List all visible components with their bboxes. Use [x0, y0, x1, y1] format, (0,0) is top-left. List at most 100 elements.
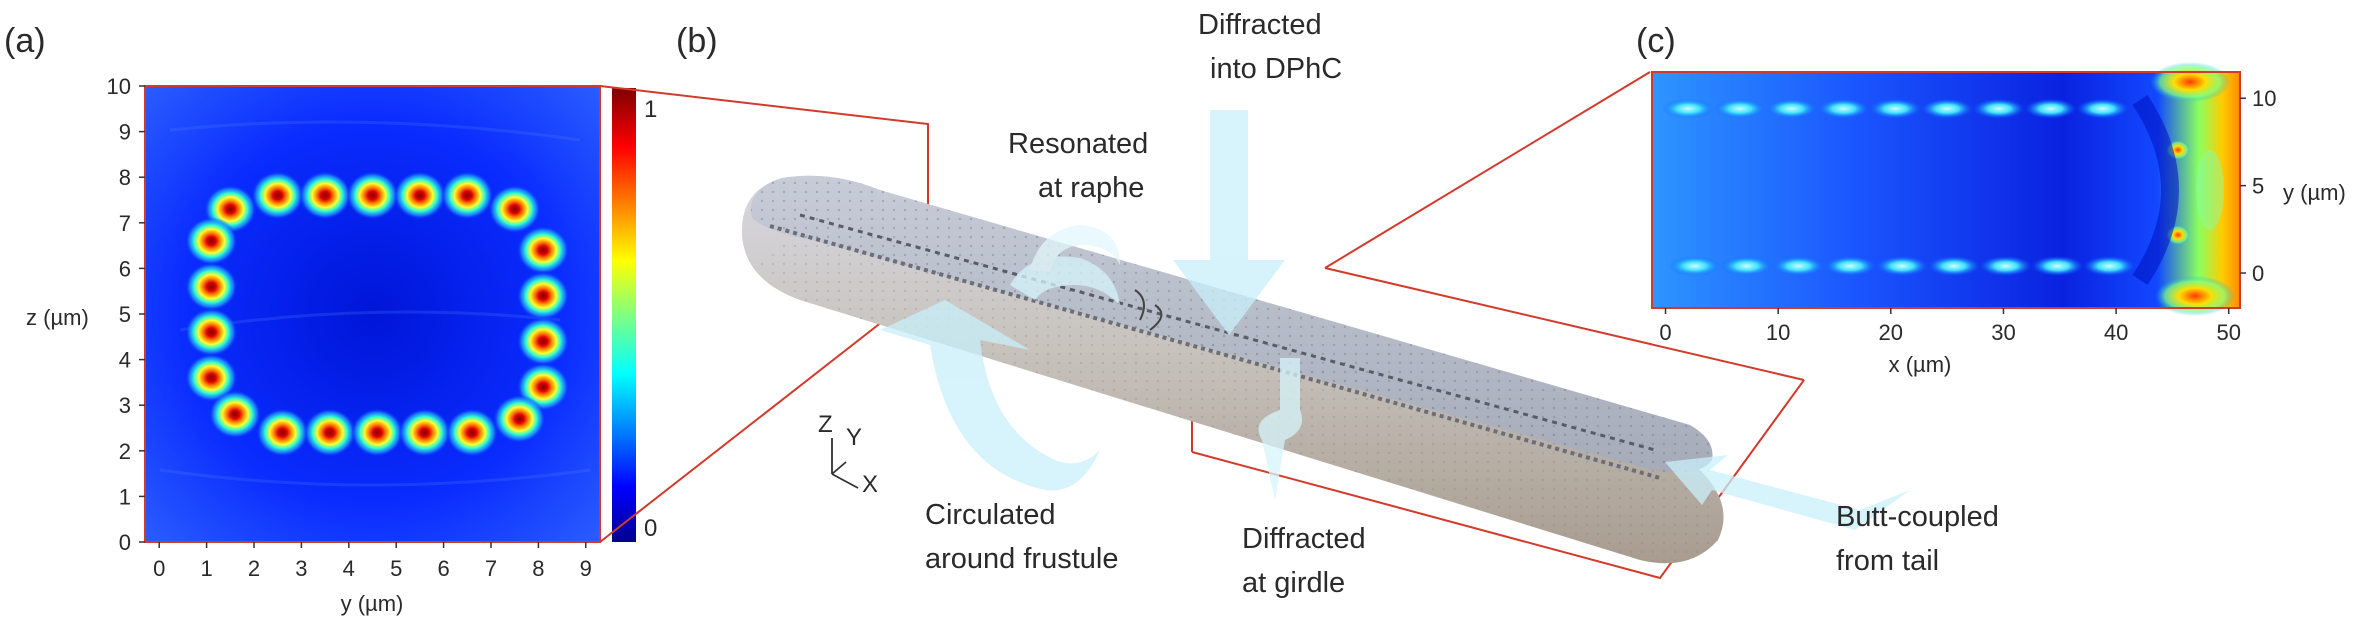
oval-bottom-7: [2031, 256, 2084, 277]
mode-spot-8: [185, 262, 238, 311]
mode-spot-6: [488, 185, 541, 234]
y-axis-line: [831, 461, 847, 475]
mode-spot-18: [303, 408, 356, 457]
oval-top-0: [1662, 98, 1715, 119]
panel-a-ytick-label-6: 6: [119, 256, 131, 281]
axes-icon: [831, 438, 859, 489]
zoom-lines-c: [1191, 71, 1805, 580]
panel-c-ytick-label-5: 5: [2252, 174, 2264, 199]
mode-spot-12: [517, 271, 570, 320]
panel-a-ytick-label-7: 7: [119, 211, 131, 236]
panel-c-oval-spots: [1662, 98, 2136, 277]
oval-top-3: [1817, 98, 1870, 119]
panel-c-x-ticks: 0 10 20 30 40 50: [1659, 308, 2241, 345]
annot-circulated-1: Circulated: [925, 499, 1056, 531]
oval-top-8: [2076, 98, 2129, 119]
panel-a-xtick-label-4: 4: [343, 556, 355, 581]
oval-bottom-4: [1876, 256, 1929, 277]
panel-b-label: (b): [676, 22, 718, 60]
panel-b-annotations: Diffracted into DPhC Resonated at raphe …: [925, 9, 1999, 599]
panel-b: (b): [599, 9, 1999, 599]
panel-a-xlabel: y (µm): [341, 591, 404, 616]
panel-a-ytick-label-8: 8: [119, 165, 131, 190]
axis-z-label: Z: [818, 411, 833, 438]
panel-a-ylabel: z (µm): [26, 305, 89, 330]
arrow-butt-coupled-from-tail: [1665, 455, 1910, 530]
oval-bottom-8: [2083, 256, 2136, 277]
panel-a-xtick-label-5: 5: [390, 556, 402, 581]
mode-spot-21: [446, 408, 499, 457]
panel-a-colorbar: [612, 88, 636, 542]
mode-spot-20: [398, 408, 451, 457]
mode-spot-2: [346, 171, 399, 220]
panel-a-ytick-label-3: 3: [119, 393, 131, 418]
panel-c-ylabel: y (µm): [2283, 180, 2346, 205]
mode-spot-1: [299, 171, 352, 220]
panel-a-xtick-label-0: 0: [153, 556, 165, 581]
oval-bottom-0: [1668, 256, 1721, 277]
panel-c-xlabel: x (µm): [1889, 352, 1952, 377]
annot-resonated-2: at raphe: [1038, 172, 1144, 204]
panel-c-xtick-label-50: 50: [2216, 320, 2240, 345]
central-nodule: [1134, 289, 1163, 331]
colorbar-max-label: 1: [644, 96, 657, 123]
arrows: [880, 110, 1910, 530]
panel-c-xtick-label-30: 30: [1991, 320, 2015, 345]
panel-a-ytick-label-10: 10: [107, 74, 131, 99]
panel-a-ytick-label-4: 4: [119, 348, 131, 373]
annot-circulated-2: around frustule: [925, 543, 1118, 575]
panel-a-xtick-label-9: 9: [580, 556, 592, 581]
mode-spot-7: [185, 217, 238, 266]
colorbar-min-label: 0: [644, 515, 657, 542]
annot-butt-coupled-2: from tail: [1836, 545, 1939, 577]
panel-c-frame: [1651, 71, 2241, 309]
arrow-resonated-at-raphe: [1030, 225, 1120, 272]
oval-top-5: [1921, 98, 1974, 119]
oval-top-1: [1713, 98, 1766, 119]
panel-a-ytick-label-2: 2: [119, 439, 131, 464]
panel-a-label: (a): [4, 22, 46, 60]
x-axis-line: [831, 473, 859, 489]
girdle-pore-row: [769, 224, 1661, 480]
oval-bottom-6: [1979, 256, 2032, 277]
mode-spot-13: [517, 317, 570, 366]
axis-y-label: Y: [846, 424, 862, 451]
annot-butt-coupled-1: Butt-coupled: [1836, 501, 1999, 533]
panel-a-ytick-label-0: 0: [119, 530, 131, 555]
panel-a-ytick-label-5: 5: [119, 302, 131, 327]
mode-spot-19: [351, 408, 404, 457]
axis-x-label: X: [862, 471, 878, 498]
oval-top-6: [1972, 98, 2025, 119]
oval-bottom-1: [1720, 256, 1773, 277]
panel-c-ytick-label-0: 0: [2252, 261, 2264, 286]
annot-diffracted-dphc-1: Diffracted: [1198, 9, 1322, 41]
mode-spot-3: [393, 171, 446, 220]
arrow-diffracted-into-dphc: [1173, 110, 1285, 335]
panel-a-xtick-label-7: 7: [485, 556, 497, 581]
oval-bottom-2: [1772, 256, 1825, 277]
mode-spot-4: [441, 171, 494, 220]
panel-c-xtick-label-40: 40: [2104, 320, 2128, 345]
panel-c-xtick-label-0: 0: [1659, 320, 1671, 345]
mode-spot-11: [517, 226, 570, 275]
panel-a-xtick-label-8: 8: [532, 556, 544, 581]
annot-resonated-1: Resonated: [1008, 128, 1148, 160]
mode-spot-15: [209, 390, 262, 439]
oval-bottom-3: [1824, 256, 1877, 277]
arrow-diffracted-at-girdle: [1258, 358, 1303, 500]
annot-diffracted-dphc-2: into DPhC: [1210, 53, 1342, 85]
arrow-circulated-around-frustule: [880, 300, 1100, 491]
mode-spot-9: [185, 308, 238, 357]
panel-c-xtick-label-20: 20: [1879, 320, 1903, 345]
annot-diffracted-girdle-1: Diffracted: [1242, 523, 1366, 555]
panel-c-label: (c): [1636, 22, 1676, 60]
oval-top-7: [2024, 98, 2077, 119]
oval-bottom-5: [1927, 256, 1980, 277]
panel-a-xtick-label-6: 6: [437, 556, 449, 581]
panel-c-xtick-label-10: 10: [1766, 320, 1790, 345]
